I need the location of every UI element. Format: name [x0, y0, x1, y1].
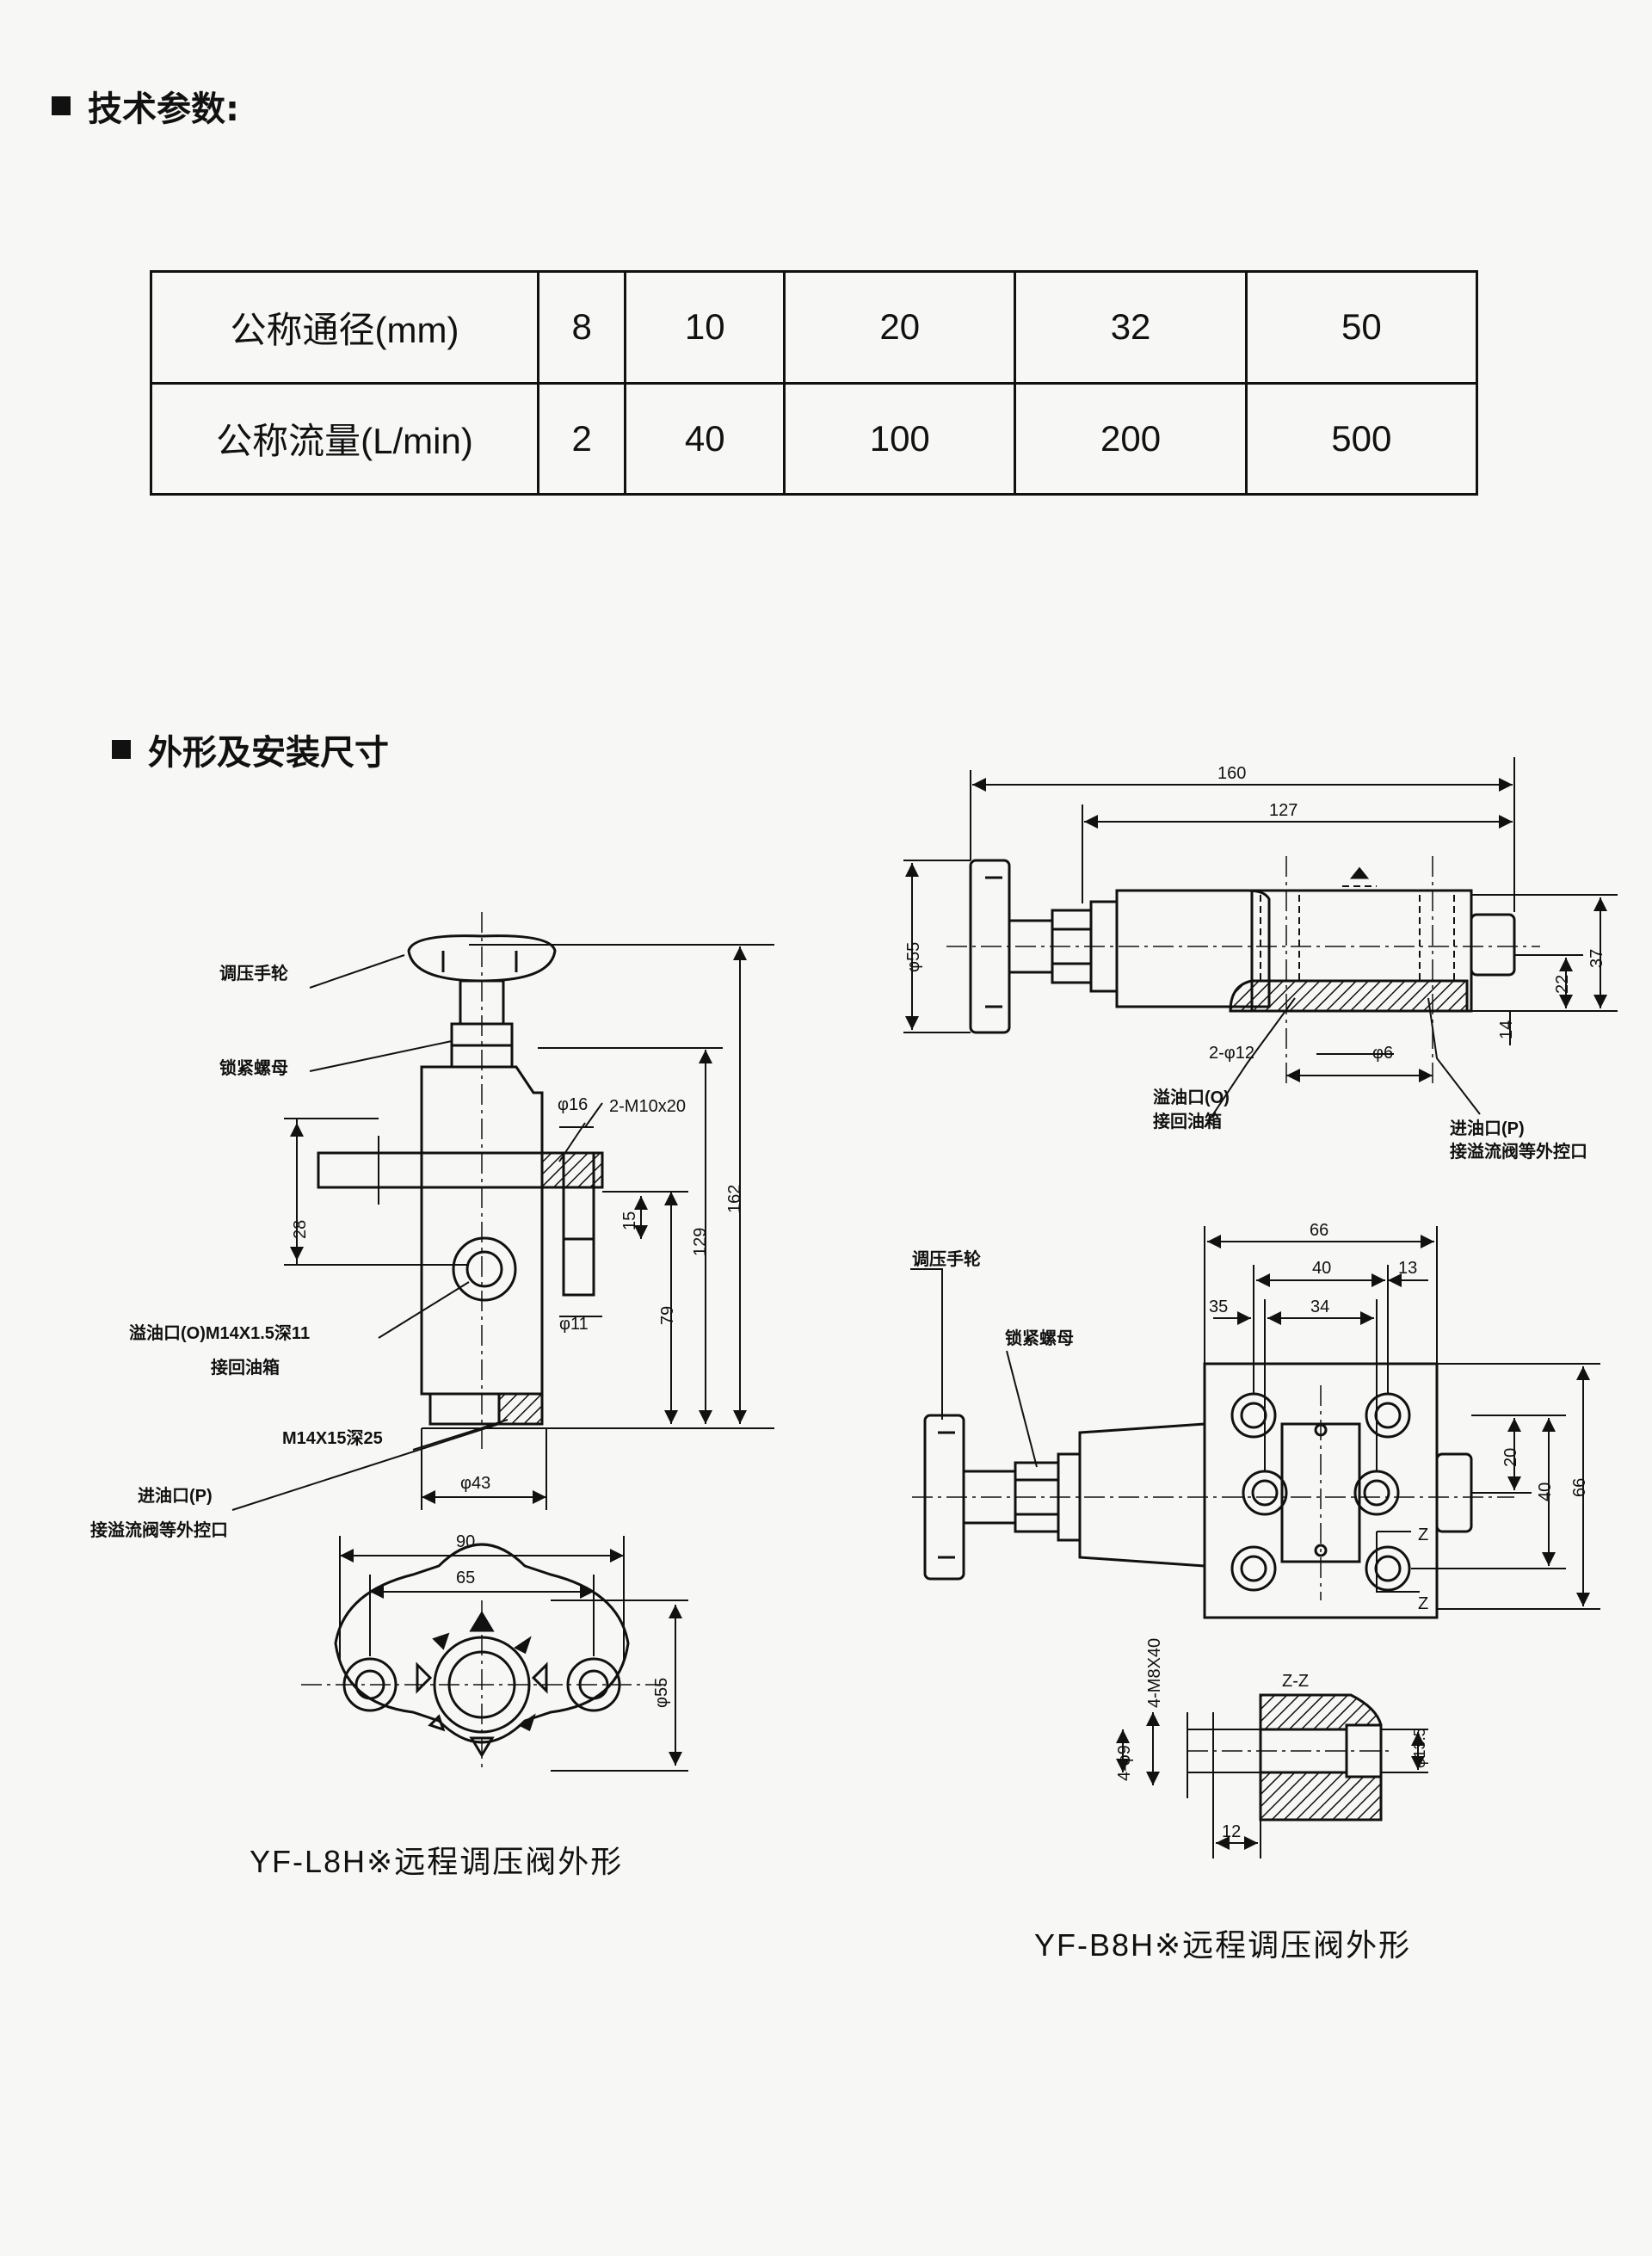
overflow-port-label: 溢油口(O)M14X1.5深11 — [129, 1322, 310, 1343]
section-label: Z-Z — [1282, 1672, 1309, 1691]
handwheel-label: 调压手轮 — [219, 963, 288, 983]
dim-phi6: φ6 — [1372, 1044, 1393, 1063]
inlet-label: 进油口(P) — [138, 1485, 213, 1506]
dim-22: 22 — [1553, 975, 1572, 994]
table-cell: 32 — [1014, 270, 1248, 385]
table-cell: 20 — [783, 270, 1017, 385]
dim-79: 79 — [658, 1306, 677, 1325]
dim-66: 66 — [1310, 1221, 1328, 1240]
dim-phi16: φ16 — [558, 1095, 588, 1114]
dim-phi55-right: φ55 — [904, 942, 923, 972]
locknut-label-right: 锁紧螺母 — [1005, 1328, 1074, 1348]
dim-40: 40 — [1312, 1259, 1331, 1278]
dim-40-vertical: 40 — [1536, 1482, 1555, 1501]
dim-2-phi12: 2-φ12 — [1209, 1044, 1254, 1063]
right-drawing-caption: YF-B8H※远程调压阀外形 — [1034, 1927, 1412, 1963]
dim-4-phi9: 4-φ9 — [1115, 1745, 1134, 1781]
table-cell: 50 — [1244, 270, 1479, 385]
dim-66-vertical: 66 — [1570, 1478, 1589, 1497]
dim-20: 20 — [1501, 1448, 1520, 1467]
square-bullet-icon — [52, 96, 71, 115]
tech-params-header: 技术参数: — [52, 81, 239, 131]
table-cell: 200 — [1014, 381, 1248, 496]
dimensions-title: 外形及安装尺寸 — [148, 733, 389, 773]
inlet-label-right: 进油口(P) — [1450, 1118, 1525, 1138]
table-cell: 500 — [1244, 381, 1479, 496]
dim-127: 127 — [1269, 801, 1298, 820]
dim-phi43: φ43 — [460, 1474, 490, 1493]
locknut-label: 锁紧螺母 — [219, 1057, 288, 1078]
inlet-sub-label-right: 接溢流阀等外控口 — [1450, 1141, 1587, 1162]
dim-35: 35 — [1209, 1298, 1228, 1316]
dim-90: 90 — [456, 1532, 475, 1551]
overflow-port-sub-label: 接回油箱 — [211, 1357, 280, 1378]
handwheel-label-right: 调压手轮 — [912, 1248, 981, 1269]
dim-m10: 2-M10x20 — [609, 1097, 686, 1116]
dim-28: 28 — [291, 1220, 310, 1239]
dim-160: 160 — [1217, 764, 1246, 783]
spec-table: 公称通径(mm) 8 10 20 32 50 公称流量(L/min) 2 40 … — [150, 270, 1479, 496]
table-cell: 2 — [536, 381, 627, 496]
table-cell: 100 — [783, 381, 1017, 496]
overflow-label-right: 溢油口(O) — [1153, 1087, 1230, 1107]
right-front-view — [910, 1226, 1600, 1619]
right-valve-drawing — [903, 757, 1618, 1128]
row-label: 公称通径(mm) — [150, 270, 539, 385]
inlet-sub-label: 接溢流阀等外控口 — [90, 1519, 228, 1540]
left-valve-drawing — [231, 912, 774, 1772]
table-cell: 40 — [624, 381, 786, 496]
table-cell: 8 — [536, 270, 627, 385]
square-bullet-icon — [112, 740, 131, 759]
thread-label: M14X15深25 — [282, 1428, 383, 1448]
dimensions-header: 外形及安装尺寸 — [112, 724, 389, 774]
table-row: 公称通径(mm) 8 10 20 32 50 — [150, 270, 1479, 385]
table-cell: 10 — [624, 270, 786, 385]
zz-section-view — [1116, 1693, 1428, 1858]
tech-params-title: 技术参数: — [88, 89, 239, 129]
table-row: 公称流量(L/min) 2 40 100 200 500 — [150, 381, 1479, 496]
dim-4-m8x40: 4-M8X40 — [1145, 1638, 1164, 1708]
dim-162: 162 — [725, 1185, 744, 1213]
z-marker-top: Z — [1418, 1526, 1428, 1544]
dim-phi11: φ11 — [559, 1315, 589, 1334]
dim-phi55: φ55 — [652, 1678, 671, 1708]
row-label: 公称流量(L/min) — [150, 381, 539, 496]
dim-12: 12 — [1222, 1822, 1241, 1841]
dim-129: 129 — [691, 1228, 710, 1256]
overflow-sub-label-right: 接回油箱 — [1153, 1111, 1222, 1131]
dim-phi13-5: φ13.5 — [1411, 1728, 1428, 1768]
dim-34: 34 — [1310, 1298, 1329, 1316]
dim-65: 65 — [456, 1569, 475, 1587]
z-marker-bottom: Z — [1418, 1594, 1428, 1613]
dim-13: 13 — [1398, 1259, 1417, 1278]
dim-37: 37 — [1587, 949, 1606, 968]
dim-15: 15 — [620, 1211, 639, 1230]
dim-14: 14 — [1497, 1020, 1516, 1039]
left-drawing-caption: YF-L8H※远程调压阀外形 — [250, 1844, 624, 1879]
